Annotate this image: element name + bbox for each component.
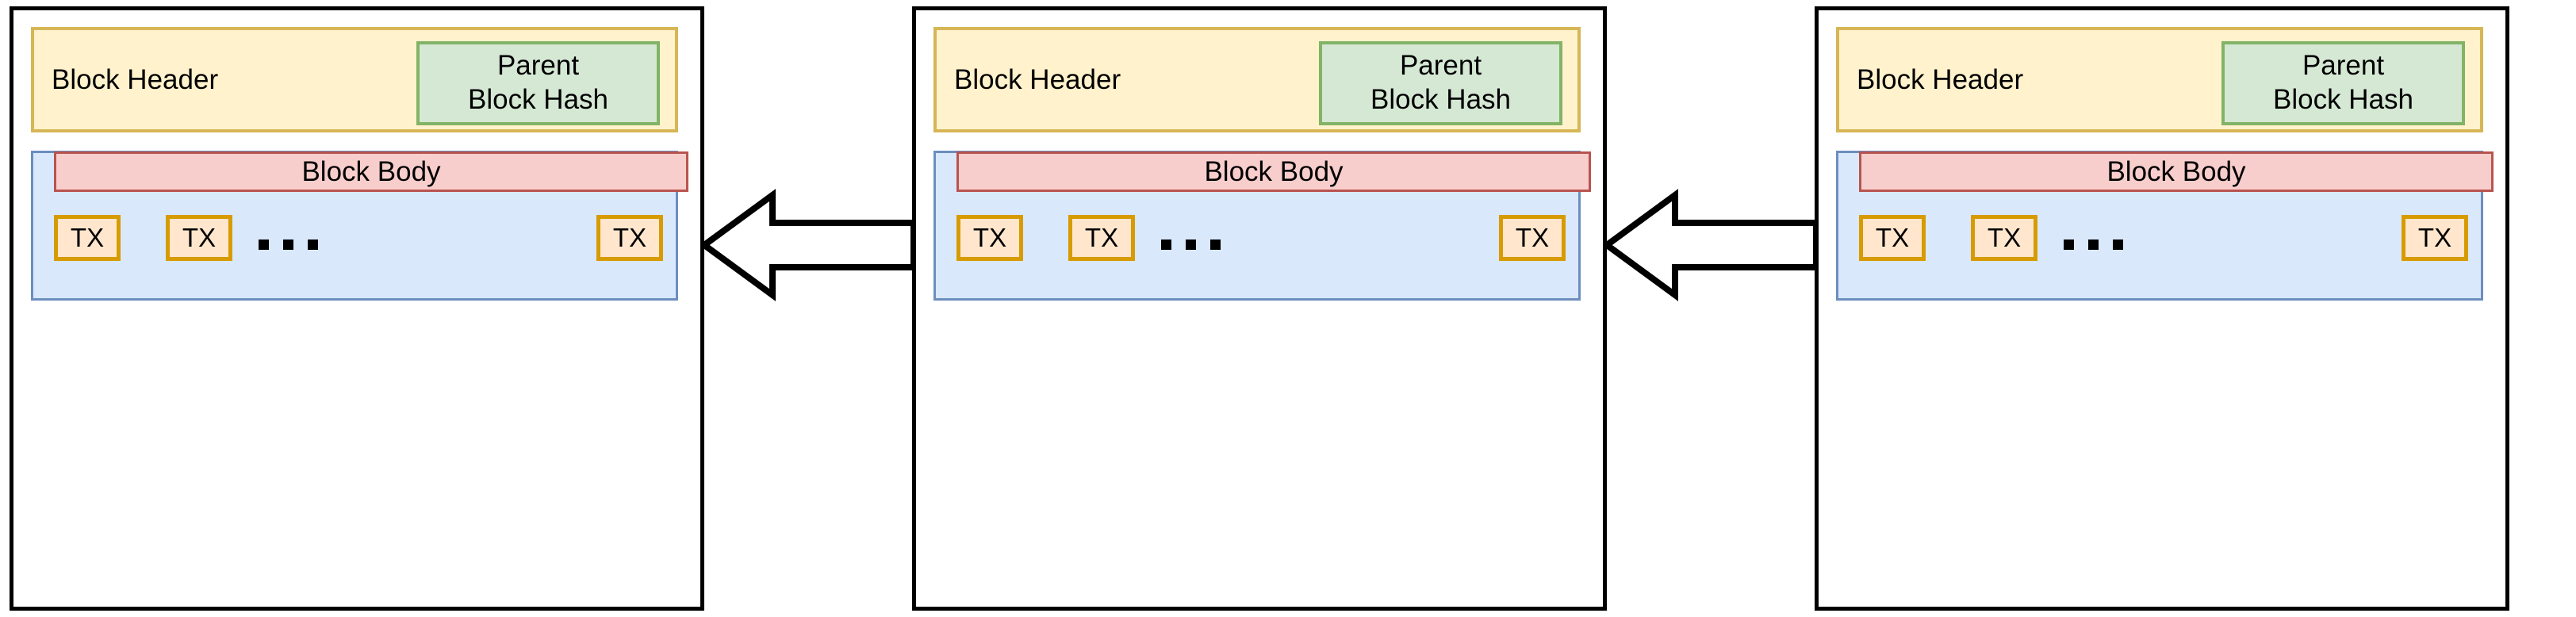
block-3-block-body-label: Block Body [2106,155,2246,187]
block-3-tx-ellipsis-icon [2037,215,2149,261]
block-1-tx-3-label: TX [612,223,647,252]
block-2-tx-2-label: TX [1084,223,1119,252]
ellipsis-dot [307,239,318,250]
block-3-tx-2: TX [1971,215,2037,261]
block-2-tx-3: TX [1499,215,1566,261]
block-2-tx-2: TX [1068,215,1135,261]
block-3-header: Block Header Parent Block Hash [1836,27,2483,132]
left-arrow-shape [1604,189,1816,301]
block-1-block-body-label: Block Body [301,155,441,187]
block-1-body-container: Block Body TX TX TX [31,151,688,301]
block-2-tx-3-label: TX [1515,223,1550,252]
block-3-transaction-row: TX TX TX [1859,215,2468,261]
block-1-tx-2-label: TX [182,223,217,252]
block-1: Block Header Parent Block Hash Block Bod… [10,6,704,611]
ellipsis-dot [2112,239,2123,250]
block-1-header-label: Block Header [52,63,219,95]
block-1-tx-2: TX [166,215,232,261]
block-2-transaction-row: TX TX TX [956,215,1566,261]
block-1-header: Block Header Parent Block Hash [31,27,678,132]
block-3-tx-3-label: TX [2417,223,2452,252]
block-2-tx-1: TX [956,215,1023,261]
ellipsis-dot [1209,239,1221,250]
chain-arrow-block2-to-block1 [701,174,914,316]
block-1-tx-1: TX [54,215,121,261]
block-2-body-container: Block Body TX TX TX [933,151,1591,301]
block-3-header-label: Block Header [1857,63,2024,95]
left-arrow-shape [701,189,914,301]
ellipsis-dot [2063,239,2074,250]
block-2-header-label: Block Header [954,63,1121,95]
block-2-block-body-bar: Block Body [956,151,1591,192]
block-1-parent-block-hash: Parent Block Hash [416,41,660,125]
block-3-tx-3: TX [2402,215,2468,261]
ellipsis-dot [1160,239,1171,250]
chain-arrow-block3-to-block2 [1604,174,1816,316]
ellipsis-dot [282,239,293,250]
block-3-parent-block-hash: Parent Block Hash [2221,41,2465,125]
block-1-transaction-row: TX TX TX [54,215,663,261]
left-arrow-icon [701,189,914,301]
block-2-tx-1-label: TX [972,223,1007,252]
block-3: Block Header Parent Block Hash Block Bod… [1815,6,2509,611]
block-3-tx-1-label: TX [1875,223,1910,252]
block-1-block-body-bar: Block Body [54,151,688,192]
block-3-body-container: Block Body TX TX TX [1836,151,2494,301]
block-3-tx-1: TX [1859,215,1926,261]
block-2-parent-block-hash-label: Parent Block Hash [1370,50,1512,115]
block-1-tx-1-label: TX [70,223,105,252]
block-2-parent-block-hash: Parent Block Hash [1319,41,1562,125]
block-3-block-body-bar: Block Body [1859,151,2494,192]
block-1-tx-ellipsis-icon [232,215,343,261]
block-1-tx-3: TX [596,215,663,261]
block-1-parent-block-hash-label: Parent Block Hash [467,50,609,115]
block-3-parent-block-hash-label: Parent Block Hash [2272,50,2414,115]
left-arrow-icon [1604,189,1816,301]
block-2-tx-ellipsis-icon [1135,215,1246,261]
block-2: Block Header Parent Block Hash Block Bod… [912,6,1607,611]
ellipsis-dot [2087,239,2099,250]
block-2-block-body-label: Block Body [1204,155,1344,187]
block-2-header: Block Header Parent Block Hash [933,27,1581,132]
ellipsis-dot [258,239,269,250]
ellipsis-dot [1185,239,1196,250]
block-3-tx-2-label: TX [1987,223,2022,252]
